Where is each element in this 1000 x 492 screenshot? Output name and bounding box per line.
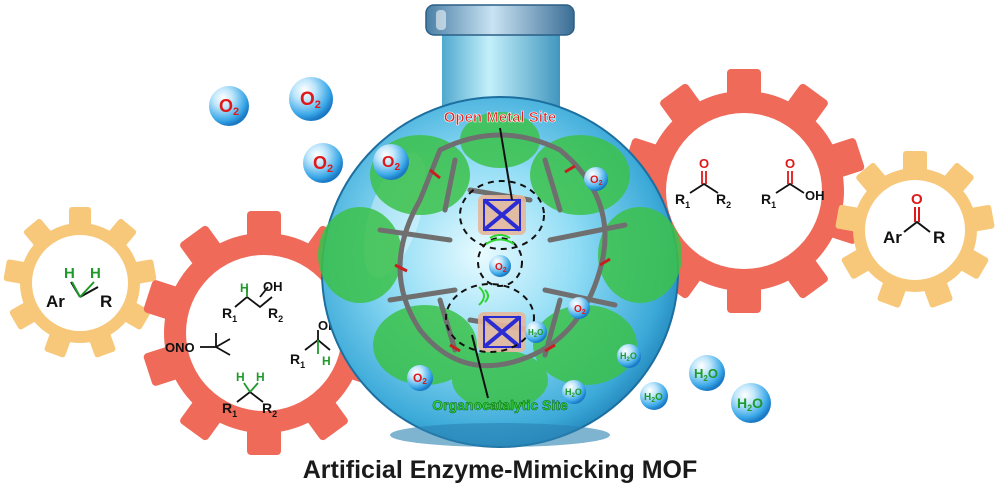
svg-text:H2O: H2O — [737, 395, 763, 413]
o2-bubble: O2 — [568, 297, 590, 319]
h2o-bubble: H2O — [617, 344, 641, 368]
gear-right-large-labels: O R1 R2 O R1 OH — [675, 156, 825, 210]
h-atom-2: H — [90, 265, 101, 282]
o-ketone: O — [699, 156, 709, 171]
r-group-right: R — [933, 228, 945, 247]
svg-text:H2O: H2O — [565, 387, 582, 399]
h2o-bubble: H2O — [525, 321, 547, 343]
ar-group-right: Ar — [883, 228, 902, 247]
green-signal — [478, 234, 515, 306]
figure-caption: Artificial Enzyme-Mimicking MOF — [302, 456, 698, 484]
mof-framework-red — [394, 164, 611, 353]
h2o-bubble: H2O — [689, 355, 725, 391]
o-ketone-ar: O — [911, 191, 923, 208]
svg-text:H2O: H2O — [644, 392, 663, 404]
o2-bubble: O2 — [373, 144, 409, 180]
h2o-bubble: H2O — [640, 382, 668, 410]
r-group: R — [100, 292, 112, 311]
svg-text:O2: O2 — [219, 96, 239, 118]
metal-cluster-bottom — [478, 312, 526, 352]
r1-ketone: R1 — [675, 191, 690, 210]
ono-group: ONO — [165, 340, 195, 355]
svg-text:O2: O2 — [495, 262, 507, 274]
svg-text:O2: O2 — [413, 371, 427, 386]
gear-right-large-molecules — [689, 171, 805, 194]
h-atom-top: H — [240, 281, 249, 295]
h-atom-bot-2: H — [256, 370, 265, 384]
h-atom-bot-1: H — [236, 370, 245, 384]
dashed-circles — [445, 180, 545, 353]
r1-right: R1 — [290, 351, 305, 370]
label-pointers — [471, 127, 513, 399]
o2-bubble: O2 — [209, 86, 249, 126]
svg-text:O2: O2 — [382, 154, 400, 173]
gear-right-small-molecule: O Ar R — [883, 191, 945, 247]
h2o-bubbles: H2O H2O H2O H2O H2O H2O — [525, 321, 771, 423]
oh-acid: OH — [805, 188, 825, 203]
gear-left-large-molecules — [200, 286, 331, 403]
svg-text:O2: O2 — [574, 304, 586, 316]
oh-top: OH — [263, 279, 283, 294]
r2-bottom: R2 — [262, 400, 277, 419]
r2-top: R2 — [268, 305, 283, 324]
o2-bubble: O2 — [303, 143, 343, 183]
svg-text:H2O: H2O — [694, 366, 718, 383]
o2-bubble: O2 — [489, 255, 511, 277]
h-atom-1: H — [64, 265, 75, 282]
r2-ketone: R2 — [716, 191, 731, 210]
gear-left-large — [142, 211, 386, 455]
svg-text:H2O: H2O — [528, 328, 543, 339]
o2-bubble: O2 — [584, 167, 608, 191]
ar-group: Ar — [46, 292, 65, 311]
o2-bubbles: O2 O2 O2 O2 O2 O2 O2 O2 — [209, 77, 608, 391]
svg-text:H2O: H2O — [620, 351, 637, 363]
svg-text:O2: O2 — [313, 153, 333, 175]
h2o-bubble: H2O — [562, 380, 586, 404]
gear-left-small — [3, 207, 157, 359]
open-metal-site-label: Open Metal Site — [444, 109, 557, 126]
r1-acid: R1 — [761, 191, 776, 210]
o2-bubble: O2 — [289, 77, 333, 121]
gear-right-large — [622, 69, 866, 313]
svg-text:O2: O2 — [300, 89, 321, 111]
gear-left-small-molecule: H H Ar R — [46, 265, 112, 311]
r1-bottom: R1 — [222, 400, 237, 419]
h-atom-right: H — [322, 354, 331, 368]
o-acid: O — [785, 156, 795, 171]
organocatalytic-site-label: Organocatalytic Site — [432, 397, 568, 413]
r1-top: R1 — [222, 305, 237, 324]
metal-cluster-top — [478, 195, 526, 235]
h2o-bubble: H2O — [731, 383, 771, 423]
o2-bubble: O2 — [407, 365, 433, 391]
svg-text:O2: O2 — [590, 174, 603, 187]
gear-right-small — [835, 151, 995, 309]
